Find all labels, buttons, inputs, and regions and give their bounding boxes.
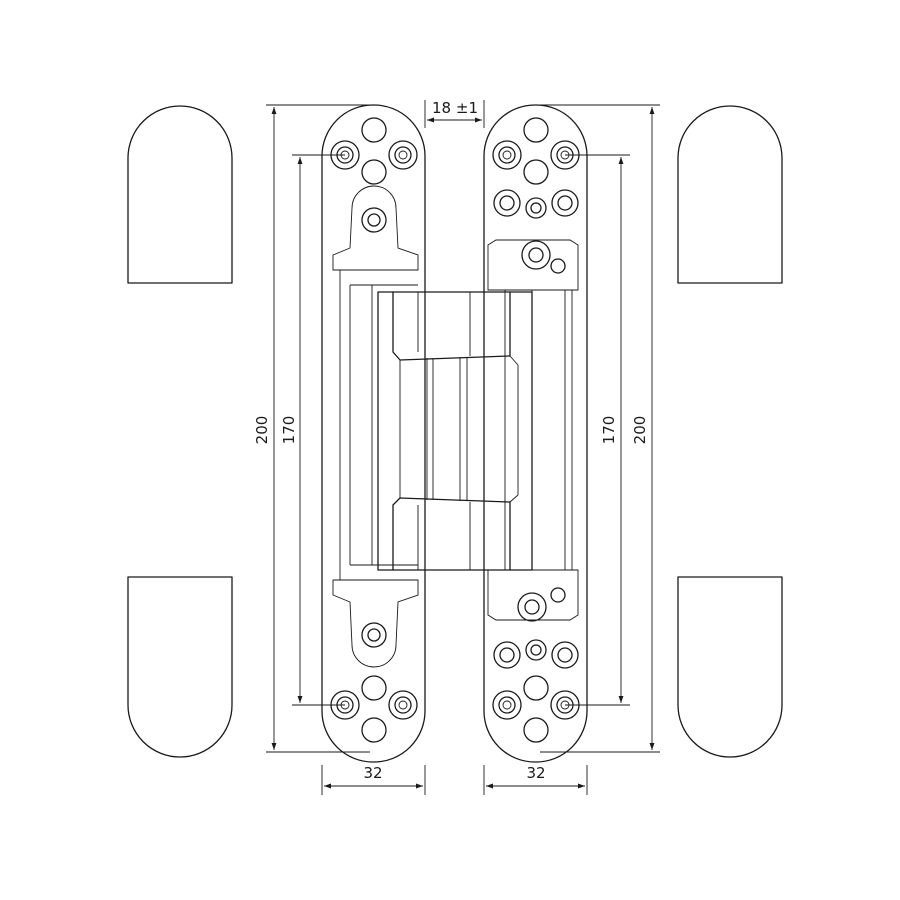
left-hinge-body	[321, 104, 426, 763]
left-overall-height-label: 200	[253, 416, 271, 445]
left-top-screw-holes	[330, 117, 418, 233]
right-screw-spacing-label: 170	[600, 416, 618, 445]
cover-caps	[127, 105, 783, 758]
cover-cap-bottom-left	[127, 576, 233, 758]
cover-cap-bottom-right	[677, 576, 783, 758]
gap-dimension-label: 18 ±1	[432, 99, 478, 117]
right-width-dimension-label: 32	[526, 764, 545, 782]
dimension-lines	[266, 100, 660, 795]
right-hinge-body	[483, 104, 588, 763]
left-width-dimension-label: 32	[363, 764, 382, 782]
dimension-labels: 18 ±1 32 32 200 170 170 200	[253, 99, 649, 782]
cover-cap-top-left	[127, 105, 233, 284]
cover-cap-top-right	[677, 105, 783, 284]
right-bottom-adjustment-holes	[492, 587, 580, 743]
right-overall-height-label: 200	[631, 416, 649, 445]
left-screw-spacing-label: 170	[280, 416, 298, 445]
right-top-adjustment-holes	[492, 117, 580, 274]
hinge-knuckle	[377, 291, 533, 571]
left-bottom-screw-holes	[330, 622, 418, 743]
